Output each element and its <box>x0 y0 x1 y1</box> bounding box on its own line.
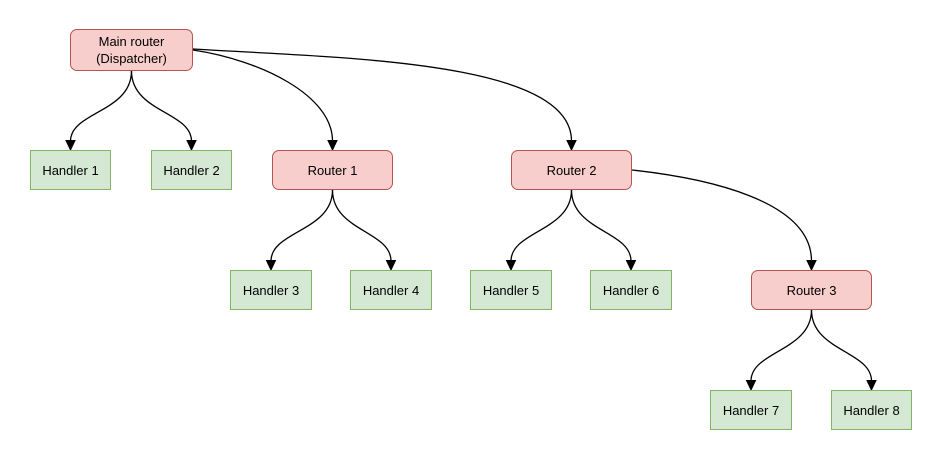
node-handler-5: Handler 5 <box>470 270 552 310</box>
node-router-3: Router 3 <box>751 270 872 310</box>
node-handler-7: Handler 7 <box>710 390 792 430</box>
edge-main-router-to-handler-1 <box>65 70 133 152</box>
edge-line <box>570 189 632 262</box>
node-handler-5-label: Handler 5 <box>482 282 540 298</box>
edge-line <box>270 189 334 262</box>
node-router-1-label: Router 1 <box>307 162 358 178</box>
arrowhead-icon <box>327 140 338 152</box>
node-main-router-label: Main router (Dispatcher) <box>96 33 167 67</box>
edge-line <box>750 309 813 382</box>
node-router-2-label: Router 2 <box>546 162 597 178</box>
arrowhead-icon <box>745 380 757 392</box>
node-handler-2: Handler 2 <box>151 150 232 190</box>
main-router-label-line2: (Dispatcher) <box>96 51 167 66</box>
node-handler-3-label: Handler 3 <box>242 282 300 298</box>
node-handler-3: Handler 3 <box>230 270 312 310</box>
edge-line <box>510 189 573 262</box>
node-handler-6: Handler 6 <box>590 270 672 310</box>
edge-router-3-to-handler-7 <box>745 309 813 392</box>
arrowhead-icon <box>65 140 76 152</box>
arrowhead-icon <box>866 380 877 392</box>
edge-line <box>192 48 573 142</box>
node-handler-7-label: Handler 7 <box>722 402 780 418</box>
edge-router-3-to-handler-8 <box>810 309 877 392</box>
node-handler-6-label: Handler 6 <box>602 282 660 298</box>
edge-line <box>130 70 193 142</box>
edge-main-router-to-router-1 <box>192 49 338 152</box>
arrowhead-icon <box>566 140 577 152</box>
node-router-1: Router 1 <box>272 150 393 190</box>
node-handler-2-label: Handler 2 <box>163 162 220 178</box>
node-handler-8-label: Handler 8 <box>843 402 900 418</box>
arrowhead-icon <box>186 140 197 152</box>
edge-router-2-to-router-3 <box>631 169 817 272</box>
edge-main-router-to-handler-2 <box>130 70 197 152</box>
node-handler-4-label: Handler 4 <box>362 282 420 298</box>
edge-router-1-to-handler-3 <box>265 189 334 272</box>
edge-line <box>69 70 133 142</box>
node-handler-8: Handler 8 <box>831 390 912 430</box>
node-main-router: Main router (Dispatcher) <box>70 29 193 71</box>
arrowhead-icon <box>625 260 637 272</box>
edge-main-router-to-router-2 <box>192 48 577 152</box>
edge-line <box>192 49 334 142</box>
edge-router-2-to-handler-6 <box>570 189 637 272</box>
node-handler-4: Handler 4 <box>350 270 432 310</box>
arrowhead-icon <box>385 260 397 272</box>
arrowhead-icon <box>806 260 817 272</box>
node-handler-1: Handler 1 <box>30 150 111 190</box>
node-handler-1-label: Handler 1 <box>42 162 99 178</box>
edge-router-1-to-handler-4 <box>331 189 397 272</box>
edge-router-2-to-handler-5 <box>505 189 573 272</box>
edge-line <box>631 169 813 262</box>
edge-line <box>810 309 873 382</box>
arrowhead-icon <box>265 260 277 272</box>
node-router-3-label: Router 3 <box>786 282 837 298</box>
main-router-label-line1: Main router <box>98 34 165 49</box>
arrowhead-icon <box>505 260 517 272</box>
edge-line <box>331 189 392 262</box>
node-router-2: Router 2 <box>511 150 632 190</box>
